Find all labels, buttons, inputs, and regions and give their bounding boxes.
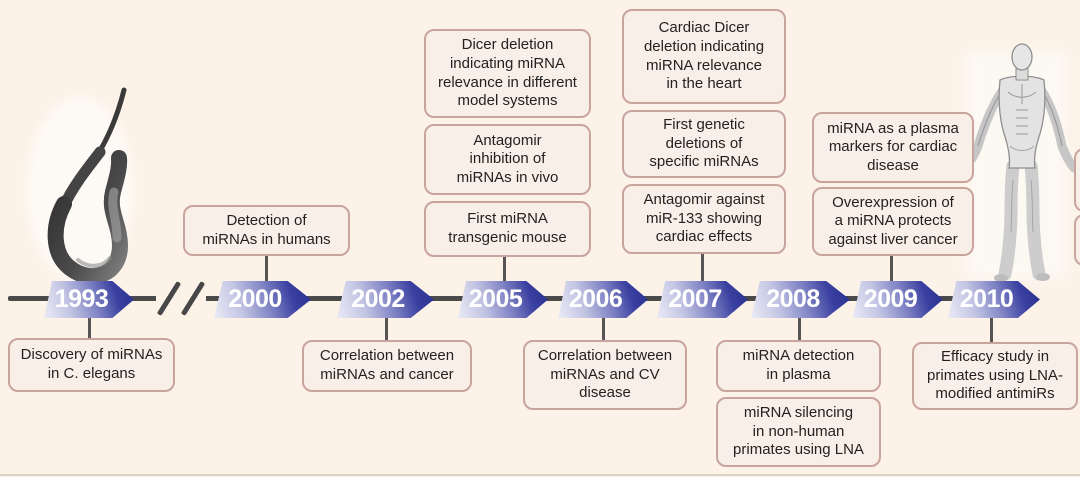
c-elegans-worm-illustration xyxy=(26,87,134,285)
event-box-detection-plasma: miRNA detection in plasma xyxy=(716,340,881,392)
event-box-overexpression-liver: Overexpression of a miRNA protects again… xyxy=(812,187,974,256)
connector-2007 xyxy=(701,253,704,282)
event-box-cv-correlation: Correlation between miRNAs and CV diseas… xyxy=(523,340,687,410)
connector-2000 xyxy=(265,255,268,282)
event-box-plasma-markers: miRNA as a plasma markers for cardiac di… xyxy=(812,112,974,183)
year-marker-2005: 2005 xyxy=(458,281,548,318)
event-box-clipped-bottom xyxy=(1074,214,1080,266)
event-box-efficacy-primates: Efficacy study in primates using LNA- mo… xyxy=(912,342,1078,410)
connector-2006 xyxy=(602,316,605,340)
event-box-silencing-primates: miRNA silencing in non-human primates us… xyxy=(716,397,881,467)
event-box-detection-humans: Detection of miRNAs in humans xyxy=(183,205,350,256)
year-marker-2006: 2006 xyxy=(558,281,648,318)
human-muscle-anatomy-illustration xyxy=(960,43,1079,282)
figure-bottom-rule xyxy=(0,474,1080,476)
connector-2008 xyxy=(798,316,801,340)
event-box-cancer-correlation: Correlation between miRNAs and cancer xyxy=(302,340,472,392)
event-box-dicer-deletion: Dicer deletion indicating miRNA relevanc… xyxy=(424,29,591,118)
connector-2009 xyxy=(890,255,893,282)
event-box-antagomir-vivo: Antagomir inhibition of miRNAs in vivo xyxy=(424,124,591,195)
event-box-cardiac-dicer: Cardiac Dicer deletion indicating miRNA … xyxy=(622,9,786,104)
connector-2002 xyxy=(385,316,388,340)
year-marker-2008: 2008 xyxy=(751,281,850,318)
year-marker-2009: 2009 xyxy=(853,281,943,318)
year-marker-2000: 2000 xyxy=(214,281,311,318)
event-box-antagomir-mir133: Antagomir against miR-133 showing cardia… xyxy=(622,184,786,254)
event-box-clipped-top xyxy=(1074,148,1080,212)
year-marker-2010: 2010 xyxy=(948,281,1040,318)
connector-2005 xyxy=(503,256,506,282)
year-marker-1993: 1993 xyxy=(44,281,134,318)
connector-2010 xyxy=(990,316,993,342)
event-box-discovery: Discovery of miRNAs in C. elegans xyxy=(8,338,175,392)
event-box-transgenic-mouse: First miRNA transgenic mouse xyxy=(424,201,591,257)
event-box-genetic-deletions: First genetic deletions of specific miRN… xyxy=(622,110,786,178)
year-marker-2007: 2007 xyxy=(657,281,748,318)
connector-1993 xyxy=(88,316,91,338)
year-marker-2002: 2002 xyxy=(337,281,434,318)
